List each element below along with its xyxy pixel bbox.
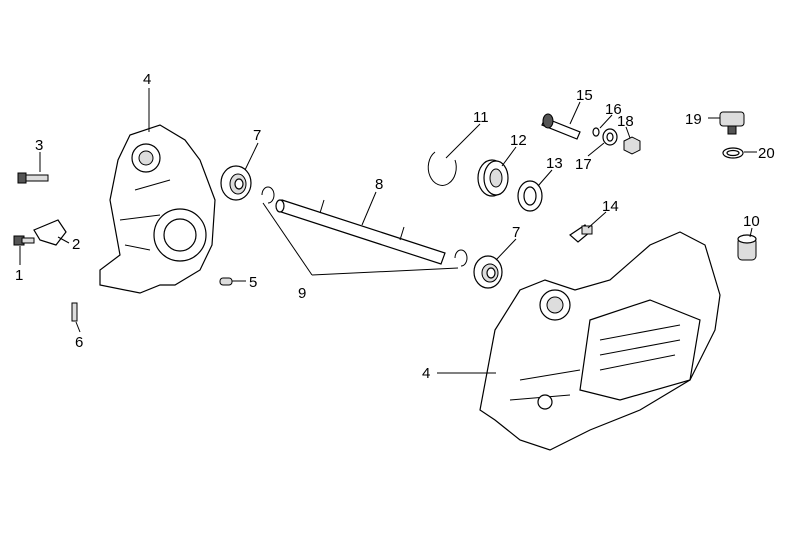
sensor-19 (719, 111, 745, 135)
washer-16 (592, 127, 600, 137)
bearing-7-top (220, 165, 252, 201)
bolt-1 (13, 235, 35, 246)
fitting-14 (569, 224, 593, 243)
callout-18: 18 (617, 113, 634, 130)
leader-lines (19, 88, 757, 374)
callout-4-right: 4 (422, 365, 430, 382)
callout-14: 14 (602, 198, 619, 215)
callout-2: 2 (72, 236, 80, 253)
washer-17 (602, 128, 618, 146)
callout-13: 13 (546, 155, 563, 172)
callout-12: 12 (510, 132, 527, 149)
bearing-7-bottom (473, 255, 503, 289)
callout-5: 5 (249, 274, 257, 291)
callout-19: 19 (685, 111, 702, 128)
shaft-8 (275, 199, 446, 265)
bearing-12 (477, 159, 509, 197)
callout-20: 20 (758, 145, 775, 162)
bolt-15 (541, 113, 581, 140)
callout-3: 3 (35, 137, 43, 154)
shift-fork-2 (33, 219, 67, 246)
callout-15: 15 (576, 87, 593, 104)
callout-16: 16 (605, 101, 622, 118)
circlip-11 (427, 151, 457, 186)
bolt-3 (17, 172, 49, 184)
callout-1: 1 (15, 267, 23, 284)
callout-17: 17 (575, 156, 592, 173)
bushing-10 (737, 234, 757, 261)
callout-4-left: 4 (143, 71, 151, 88)
circlip-9a (261, 186, 275, 204)
callout-9: 9 (298, 285, 306, 302)
pin-6 (71, 302, 78, 322)
o-ring-20 (722, 147, 744, 159)
callout-7-top: 7 (253, 127, 261, 144)
dowel-5 (219, 277, 233, 286)
left-crankcase-half (99, 124, 216, 294)
callout-11: 11 (473, 109, 489, 126)
callout-8: 8 (375, 176, 383, 193)
callout-10: 10 (743, 213, 760, 230)
nut-18 (623, 136, 641, 155)
callout-labels: 4 3 2 1 6 5 7 8 9 7 11 12 13 14 15 16 17… (15, 71, 775, 382)
seal-13 (517, 180, 543, 212)
circlip-9b (454, 249, 468, 267)
right-crankcase-half (479, 231, 721, 451)
callout-6: 6 (75, 334, 83, 351)
callout-7-bottom: 7 (512, 224, 520, 241)
